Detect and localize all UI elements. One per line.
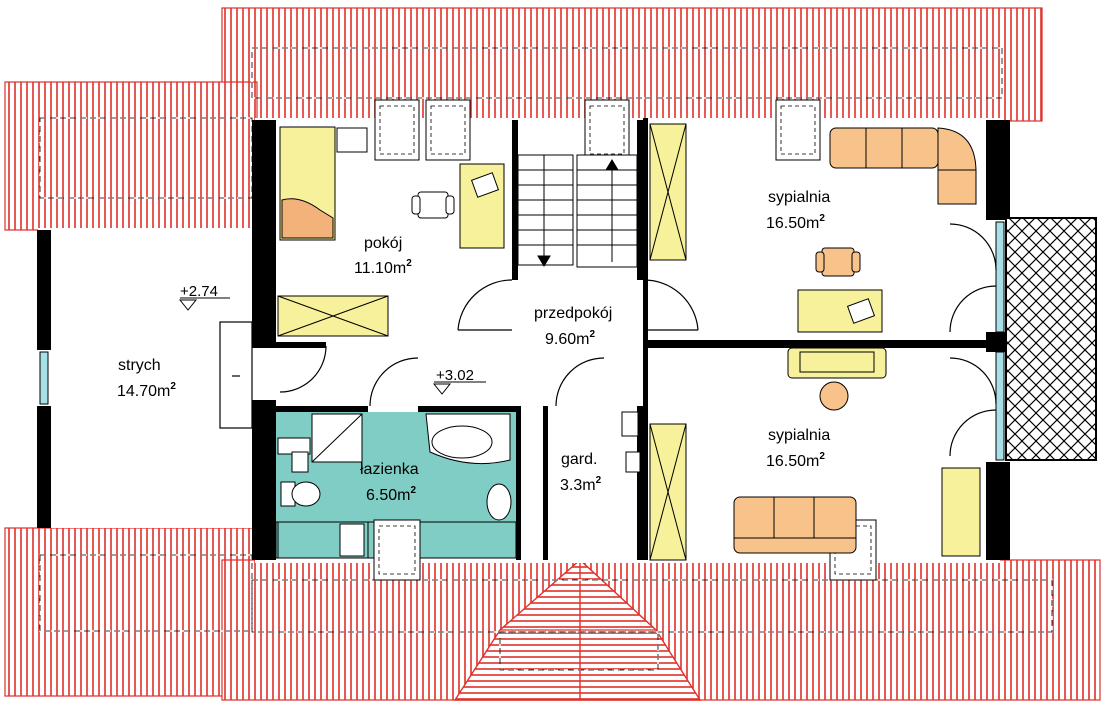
- room-sup-lazienka: 2: [410, 485, 416, 496]
- stairs: [517, 154, 638, 268]
- svg-text:14.70m2: 14.70m2: [117, 381, 176, 400]
- roof-bottom-left: [4, 527, 258, 697]
- room-name-przedpokoj: przedpokój: [534, 305, 612, 322]
- wall-east-bot: [986, 462, 1010, 560]
- svg-text:16.50m2: 16.50m2: [766, 213, 825, 232]
- room-name-lazienka: łazienka: [360, 461, 419, 478]
- wall-attic-2: [37, 406, 51, 528]
- corner-sofa: [829, 127, 977, 205]
- room-name-gard: gard.: [561, 451, 597, 468]
- room-sup-przedpokoj: 2: [589, 329, 595, 340]
- level-label-1: +2.74: [180, 283, 218, 300]
- room-sup-sypialnia-1: 2: [819, 213, 825, 224]
- wall-mid-west: [276, 342, 326, 348]
- wall-gard-east: [637, 406, 643, 560]
- room-name-sypialnia-2: sypialnia: [768, 427, 830, 444]
- room-area-sypialnia-2: 16.50m: [766, 453, 819, 470]
- room-name-pokoj: pokój: [364, 235, 402, 252]
- room-area-przedpokoj: 9.60m: [545, 331, 589, 348]
- wall-east-mid: [986, 332, 1010, 352]
- room-area-pokoj: 11.10m: [354, 260, 406, 277]
- furniture: [277, 123, 981, 561]
- room-sup-gard: 2: [596, 475, 602, 486]
- balcony: [39, 217, 1097, 461]
- svg-text:3.3m2: 3.3m2: [560, 475, 602, 494]
- wall-mid-east: [643, 340, 986, 348]
- wall-stair-left: [512, 120, 518, 280]
- wall-bath-top2: [418, 406, 518, 412]
- doors: [219, 223, 997, 457]
- sofa: [733, 496, 857, 554]
- svg-text:16.50m2: 16.50m2: [766, 451, 825, 470]
- room-area-sypialnia-1: 16.50m: [766, 215, 819, 232]
- wall-bath-east: [516, 406, 521, 560]
- roof-top: [221, 7, 1043, 122]
- wall-stair-right: [637, 120, 643, 280]
- wall-sep: [643, 118, 648, 340]
- wall-west-lower: [252, 400, 276, 560]
- level-label-2: +3.02: [436, 367, 474, 384]
- room-area-lazienka: 6.50m: [366, 487, 410, 504]
- room-sup-strych: 2: [170, 381, 176, 392]
- roof-left: [4, 81, 258, 231]
- level-markers: [178, 297, 486, 395]
- room-sup-sypialnia-2: 2: [819, 451, 825, 462]
- wall-attic: [37, 230, 51, 350]
- room-sup-pokoj: 2: [406, 258, 412, 269]
- walls: [37, 118, 1010, 560]
- room-area-strych: 14.70m: [117, 383, 170, 400]
- wall-east-top: [986, 120, 1010, 220]
- room-area-gard: 3.3m: [560, 477, 596, 494]
- svg-text:11.10m2: 11.10m2: [354, 258, 412, 277]
- room-name-sypialnia-1: sypialnia: [768, 189, 830, 206]
- room-name-strych: strych: [118, 357, 161, 374]
- wall-west-main: [252, 120, 276, 348]
- wall-gard-west: [543, 406, 548, 560]
- wall-bath-top: [276, 406, 368, 412]
- room-labels: pokój 11.10m2 przedpokój 9.60m2 sypialni…: [117, 189, 830, 504]
- svg-text:6.50m2: 6.50m2: [366, 485, 416, 504]
- wall-sep2: [643, 348, 648, 560]
- roof: [4, 7, 1101, 701]
- svg-text:9.60m2: 9.60m2: [545, 329, 595, 348]
